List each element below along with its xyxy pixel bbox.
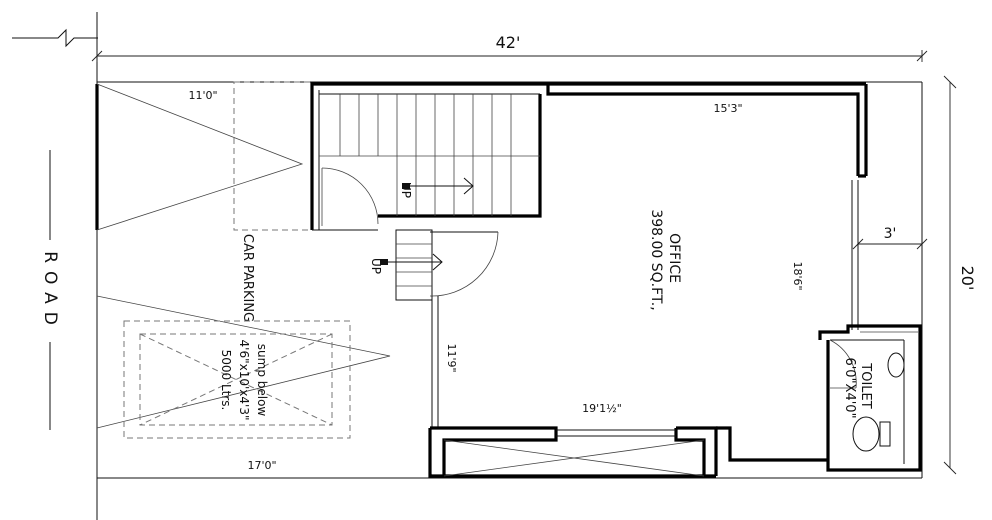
office-top-dimension: 15'3" — [713, 102, 742, 115]
office-area: 398.00 SQ.FT., — [648, 209, 664, 310]
height-dimension-label: 20' — [958, 266, 977, 291]
office-left-dimension: 11'9" — [445, 343, 458, 372]
sump-label-line3: 5000 Ltrs. — [219, 350, 233, 411]
sump-tank: sump below 4'6"x10'x4'3" 5000 Ltrs. — [123, 320, 351, 439]
office-walls — [428, 82, 868, 478]
parking-label: CAR PARKING — [240, 234, 255, 322]
car-parking-area: 11'0" CAR PARKING 17'0" — [95, 81, 391, 472]
toilet-size: 6'0"X4'0" — [842, 357, 857, 418]
office-name: OFFICE — [666, 233, 682, 283]
height-dimension: 20' — [943, 75, 977, 475]
toilet-block: TOILET 6'0"X4'0" — [818, 324, 922, 472]
road-label: ROAD — [40, 251, 60, 333]
width-dimension: 42' — [91, 33, 928, 62]
stair-upper-up-label: UP — [399, 182, 413, 198]
office-labels: OFFICE 398.00 SQ.FT., 15'3" 18'6" 19'1½"… — [445, 102, 804, 415]
parking-bottom-dimension: 17'0" — [247, 459, 276, 472]
staircase-block: UP — [310, 82, 548, 231]
sump-label-line1: sump below — [255, 344, 269, 417]
setback-dimension: 3' — [852, 226, 928, 250]
break-line-symbol — [12, 28, 98, 48]
office-bottom-dimension: 19'1½" — [582, 402, 622, 415]
office-right-dimension: 18'6" — [791, 261, 804, 290]
entrance-stair: UP — [369, 229, 499, 301]
parking-width-dimension: 11'0" — [188, 89, 217, 102]
setback-dimension-label: 3' — [884, 226, 897, 242]
width-dimension-label: 42' — [496, 33, 521, 52]
road-marker: ROAD — [40, 150, 60, 430]
sump-label-line2: 4'6"x10'x4'3" — [237, 340, 251, 421]
toilet-name: TOILET — [858, 362, 873, 408]
stair-lower-up-label: UP — [369, 258, 383, 274]
